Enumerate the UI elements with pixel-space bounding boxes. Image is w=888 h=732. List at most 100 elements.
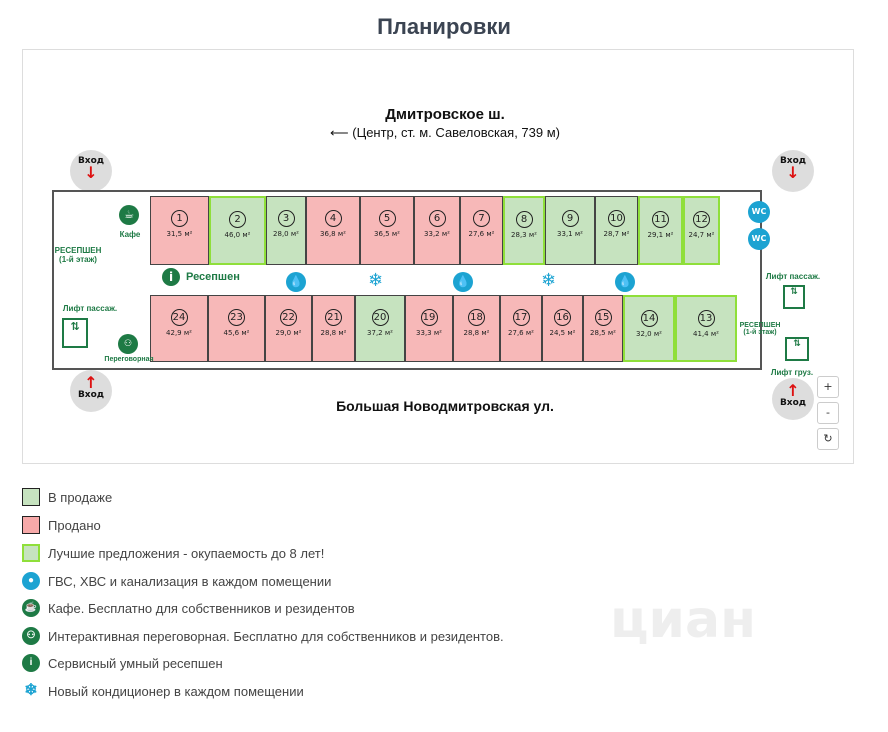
legend-meeting-room: ⚇Интерактивная переговорная. Бесплатно д… bbox=[22, 626, 504, 646]
room-number: 16 bbox=[554, 309, 571, 326]
room-13[interactable]: 13 41,4 м² bbox=[675, 295, 737, 362]
entrance-top-right: Вход↓ bbox=[772, 150, 814, 192]
water-drop-icon: 💧 bbox=[615, 272, 635, 292]
for-sale-swatch bbox=[22, 488, 40, 506]
room-area: 33,3 м² bbox=[416, 329, 442, 337]
arrow-up-icon: ↑ bbox=[84, 373, 98, 392]
room-number: 10 bbox=[608, 210, 625, 227]
zoom-in-button[interactable]: + bbox=[817, 376, 839, 398]
room-18[interactable]: 18 28,8 м² bbox=[453, 295, 500, 362]
room-number: 15 bbox=[594, 309, 612, 326]
room-area: 24,5 м² bbox=[549, 329, 576, 337]
room-number: 19 bbox=[420, 309, 438, 326]
entrance-label: Вход bbox=[779, 156, 807, 166]
room-area: 27,6 м² bbox=[508, 329, 534, 337]
lift-passenger-right-label: Лифт пассаж. bbox=[765, 272, 821, 281]
room-area: 41,4 м² bbox=[693, 330, 719, 338]
legend-best-offers: Лучшие предложения - окупаемость до 8 ле… bbox=[22, 543, 324, 563]
room-number: 17 bbox=[512, 309, 530, 326]
room-number: 21 bbox=[325, 309, 342, 326]
room-number: 14 bbox=[640, 310, 658, 327]
legend-label: Новый кондиционер в каждом помещении bbox=[48, 683, 304, 699]
water-drop-icon: 💧 bbox=[286, 272, 306, 292]
room-number: 18 bbox=[468, 309, 485, 326]
room-number: 6 bbox=[428, 210, 446, 227]
room-area: 28,0 м² bbox=[273, 230, 299, 238]
room-9[interactable]: 9 33,1 м² bbox=[545, 196, 595, 265]
legend-air-conditioner: ❄ Новый кондиционер в каждом помещении bbox=[22, 681, 304, 701]
room-number: 5 bbox=[378, 210, 396, 227]
room-19[interactable]: 19 33,3 м² bbox=[405, 295, 453, 362]
entrance-top-left: Вход↓ bbox=[70, 150, 112, 192]
legend-cafe: ☕Кафе. Бесплатно для собственников и рез… bbox=[22, 598, 355, 618]
snowflake-icon: ❄ bbox=[541, 270, 557, 291]
reset-view-button[interactable]: ↻ bbox=[817, 428, 839, 450]
floor-plan-viewer[interactable] bbox=[22, 49, 854, 464]
room-area: 24,7 м² bbox=[688, 231, 715, 239]
reception-main-label: Ресепшен bbox=[186, 271, 240, 283]
passenger-lift-icon: ⇅ bbox=[62, 318, 88, 348]
entrance-bottom-right: ↑Вход bbox=[772, 378, 814, 420]
room-area: 28,8 м² bbox=[320, 329, 347, 337]
room-16[interactable]: 16 24,5 м² bbox=[542, 295, 583, 362]
page-title: Планировки bbox=[377, 14, 511, 39]
legend-for-sale: В продаже bbox=[22, 487, 112, 507]
room-area: 42,9 м² bbox=[166, 329, 192, 337]
zoom-out-button[interactable]: - bbox=[817, 402, 839, 424]
legend-label: Лучшие предложения - окупаемость до 8 ле… bbox=[48, 545, 325, 561]
room-2[interactable]: 2 46,0 м² bbox=[209, 196, 266, 265]
arrow-up-icon: ↑ bbox=[786, 381, 800, 400]
room-area: 28,5 м² bbox=[590, 329, 616, 337]
street-bottom: Большая Новодмитровская ул. bbox=[336, 398, 554, 414]
wc-icon: WC bbox=[748, 228, 770, 250]
legend-label: В продаже bbox=[48, 489, 113, 505]
passenger-lift-icon: ⇅ bbox=[783, 285, 805, 309]
lift-passenger-left-label: Лифт пассаж. bbox=[62, 304, 118, 313]
snowflake-icon: ❄ bbox=[24, 682, 38, 699]
room-area: 46,0 м² bbox=[224, 231, 251, 239]
room-number: 2 bbox=[229, 211, 246, 228]
entrance-label: Вход bbox=[77, 390, 105, 400]
room-area: 28,8 м² bbox=[463, 329, 490, 337]
room-number: 22 bbox=[280, 309, 297, 326]
room-number: 9 bbox=[561, 210, 579, 227]
room-12[interactable]: 12 24,7 м² bbox=[683, 196, 720, 265]
room-17[interactable]: 17 27,6 м² bbox=[500, 295, 542, 362]
room-area: 36,8 м² bbox=[320, 230, 346, 238]
room-6[interactable]: 6 33,2 м² bbox=[414, 196, 460, 265]
best-offer-swatch bbox=[22, 544, 40, 562]
room-number: 23 bbox=[228, 309, 245, 326]
room-area: 27,6 м² bbox=[468, 230, 495, 238]
room-14[interactable]: 14 32,0 м² bbox=[623, 295, 675, 362]
room-number: 12 bbox=[693, 211, 710, 228]
entrance-bottom-left: ↑Вход bbox=[70, 370, 112, 412]
room-area: 29,0 м² bbox=[275, 329, 302, 337]
room-number: 11 bbox=[652, 211, 669, 228]
cafe-icon: ☕ bbox=[22, 599, 40, 617]
room-22[interactable]: 22 29,0 м² bbox=[265, 295, 312, 362]
room-21[interactable]: 21 28,8 м² bbox=[312, 295, 355, 362]
room-number: 8 bbox=[515, 211, 533, 228]
room-number: 13 bbox=[697, 310, 715, 327]
room-area: 32,0 м² bbox=[636, 330, 662, 338]
water-drop-icon: ● bbox=[22, 572, 40, 590]
cafe-icon: ☕ bbox=[119, 205, 139, 225]
reception-left-label: РЕСЕПШЕН (1-й этаж) bbox=[54, 246, 102, 264]
room-15[interactable]: 15 28,5 м² bbox=[583, 295, 623, 362]
info-icon: i bbox=[22, 654, 40, 672]
room-number: 20 bbox=[371, 309, 389, 326]
room-area: 33,2 м² bbox=[424, 230, 450, 238]
room-area: 33,1 м² bbox=[557, 230, 583, 238]
